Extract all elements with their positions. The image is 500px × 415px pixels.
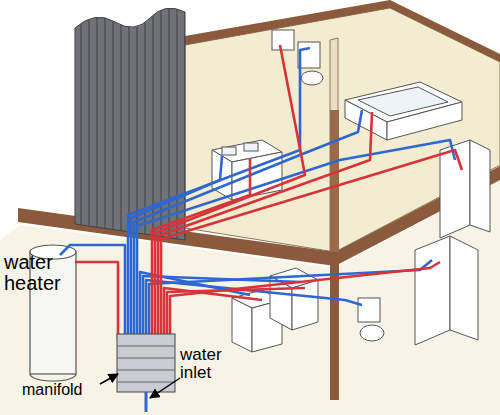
leader-line xyxy=(150,378,180,398)
hot-pipes xyxy=(75,45,462,340)
part-label: water inlet xyxy=(180,346,240,382)
upper-lavatory xyxy=(272,30,294,50)
upper-floor xyxy=(185,8,500,252)
manifold xyxy=(117,334,175,392)
lower-shower xyxy=(415,236,478,345)
wall-post xyxy=(330,110,339,252)
equipment-label: water heater xyxy=(4,252,84,294)
inlet-pipe xyxy=(145,392,148,412)
part-label: manifold xyxy=(22,382,102,399)
wall-post xyxy=(330,264,339,400)
right-wall xyxy=(390,0,500,62)
leader-line xyxy=(100,374,118,384)
shower-stall xyxy=(440,140,490,238)
exterior-siding xyxy=(75,8,185,240)
partition-wall xyxy=(330,38,338,254)
